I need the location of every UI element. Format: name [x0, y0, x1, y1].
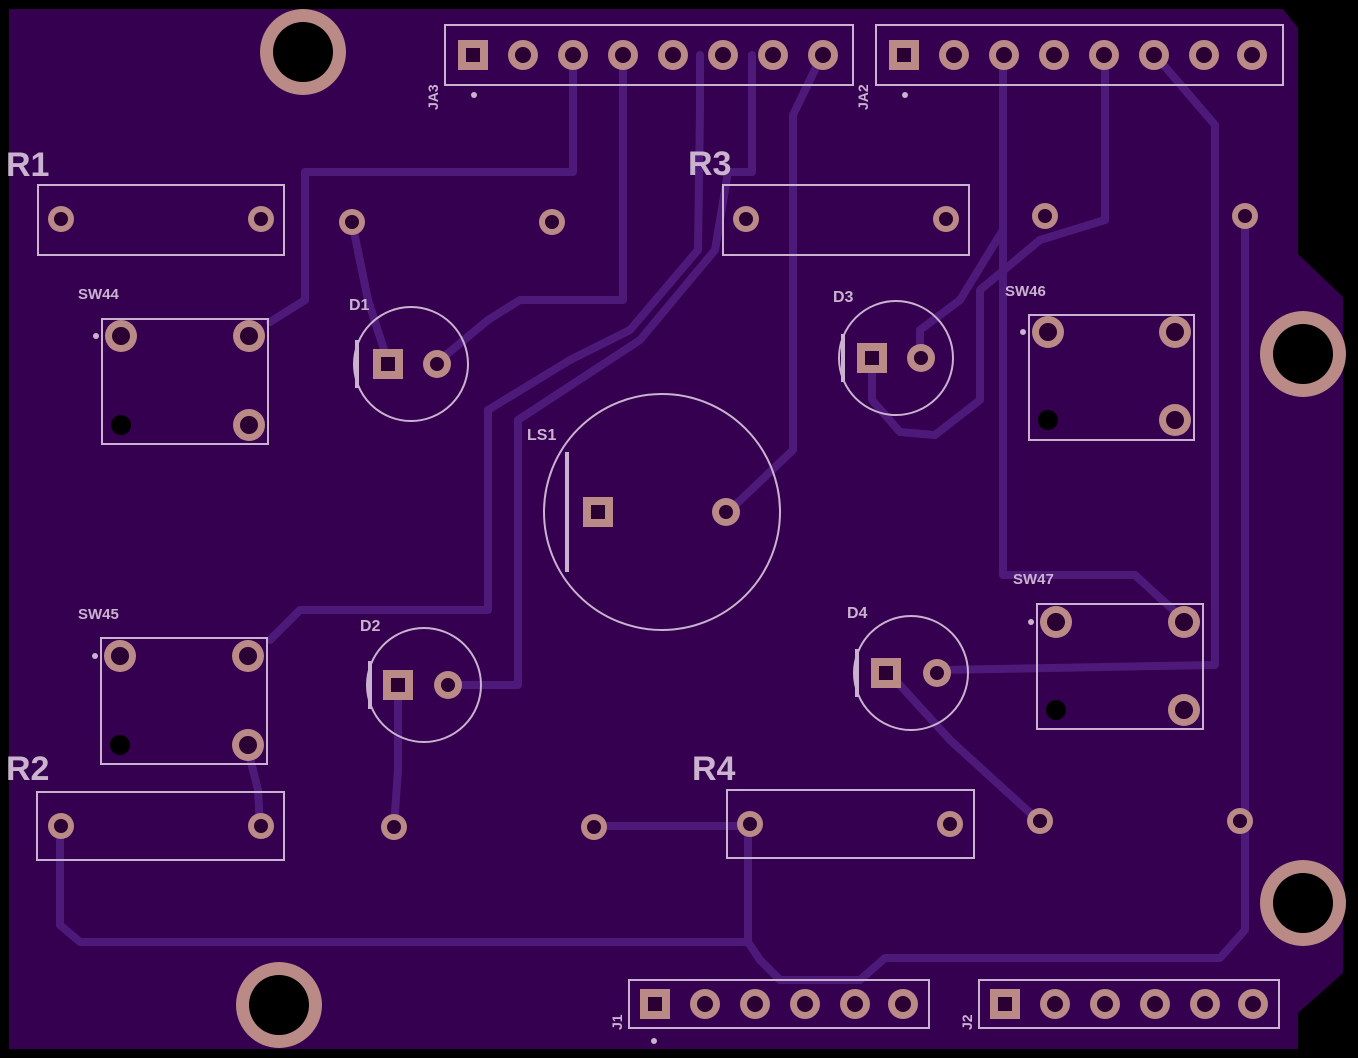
- header-j1[interactable]: J1: [609, 979, 930, 1044]
- resistor-r1[interactable]: R1: [6, 146, 285, 256]
- resistor-r4[interactable]: R4: [692, 750, 975, 859]
- label-sw47: SW47: [1013, 571, 1054, 588]
- led-d3[interactable]: D3: [833, 289, 954, 416]
- label-sw46: SW46: [1005, 283, 1046, 300]
- label-r4: R4: [692, 750, 736, 788]
- led-d4[interactable]: D4: [847, 605, 969, 731]
- label-sw45: SW45: [78, 606, 119, 623]
- label-sw44: SW44: [78, 286, 120, 303]
- label-r2: R2: [6, 750, 49, 788]
- label-d4: D4: [847, 605, 868, 622]
- label-d1: D1: [349, 297, 370, 314]
- resistor-r2[interactable]: R2: [6, 750, 285, 861]
- resistor-r3[interactable]: R3: [688, 145, 970, 256]
- header-j2[interactable]: J2: [959, 979, 1280, 1030]
- board-substrate: [9, 9, 1343, 1049]
- label-ja2: JA2: [855, 84, 871, 110]
- label-ls1: LS1: [527, 427, 556, 444]
- header-ja3[interactable]: JA3: [425, 24, 854, 110]
- label-ja3: JA3: [425, 84, 441, 110]
- label-d3: D3: [833, 289, 854, 306]
- speaker-ls1[interactable]: LS1: [527, 393, 781, 631]
- led-d2[interactable]: D2: [360, 618, 482, 743]
- switch-sw45[interactable]: SW45: [78, 606, 268, 765]
- switch-sw46[interactable]: SW46: [1005, 283, 1195, 441]
- copper-traces: [56, 51, 1249, 984]
- label-d2: D2: [360, 618, 381, 635]
- switch-sw44[interactable]: SW44: [78, 286, 269, 445]
- led-d1[interactable]: D1: [349, 297, 469, 422]
- mounting-holes: [236, 9, 1346, 1048]
- label-j2: J2: [959, 1014, 975, 1030]
- header-ja2[interactable]: JA2: [855, 24, 1284, 110]
- switch-sw47[interactable]: SW47: [1013, 571, 1204, 730]
- label-r3: R3: [688, 145, 731, 183]
- label-j1: J1: [609, 1014, 625, 1030]
- loose-pads: [339, 203, 1258, 840]
- label-r1: R1: [6, 146, 49, 184]
